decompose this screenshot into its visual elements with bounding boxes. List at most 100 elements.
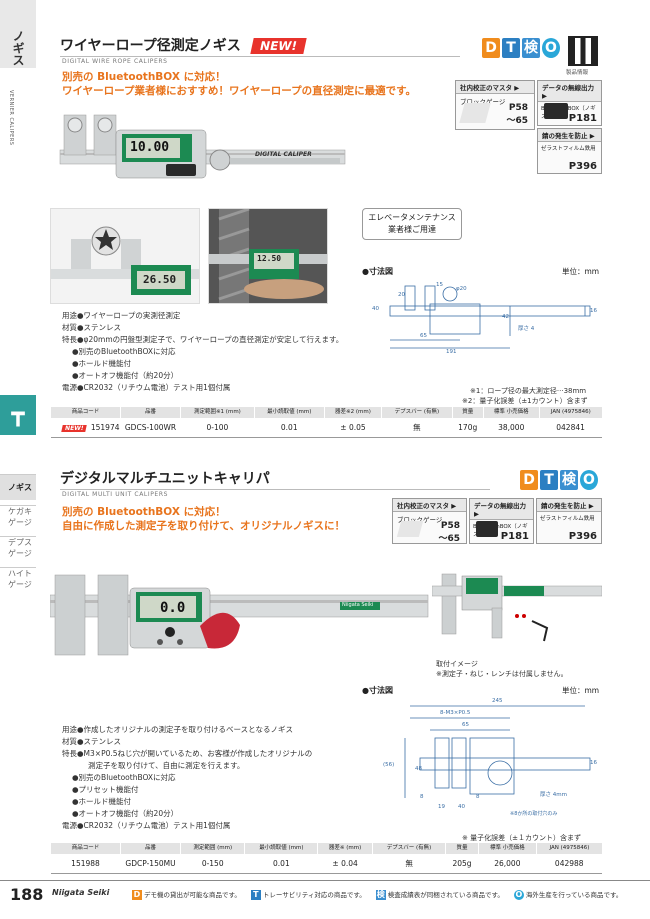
sidebar-tab-height[interactable]: ハイトゲージ (0, 567, 36, 595)
spec-line: 材質●ステンレス (62, 737, 122, 746)
cell-mass: 170g (452, 418, 484, 438)
spec-line: ●ホールド機能付 (72, 797, 132, 806)
table-header: 品番 (120, 407, 181, 418)
dim-label: 16 (590, 308, 597, 314)
table-header: 最小読取値 (mm) (244, 843, 318, 854)
table-header: 標準 小売価格 (477, 843, 537, 854)
section1-lcd-value: 10.00 (130, 140, 170, 155)
section2-headline-2: 自由に作成した測定子を取り付けて、オリジナルノギスに！ (62, 520, 345, 532)
bluetooth-box-image (544, 103, 568, 119)
infobox-calibration-master[interactable]: 社内校正のマスタ ▶ ブロックゲージ P58 ～65 (455, 80, 535, 130)
cell-range: 0-100 (180, 418, 255, 438)
table-header: 商品コード (50, 407, 121, 418)
dim-label: 245 (492, 698, 503, 704)
table-header: 質量 (451, 407, 484, 418)
dim-label: 42 (502, 314, 509, 320)
traceability-badge-icon: T (502, 38, 520, 58)
section2-lcd-value: 0.0 (160, 600, 186, 616)
section2-spec-table: 商品コード 品番 測定範囲 (mm) 最小読取値 (mm) 器差※ (mm) デ… (50, 843, 602, 874)
cell-range: 0-150 (180, 854, 245, 874)
table-header: 商品コード (50, 843, 121, 854)
section2-unit: 単位：mm (562, 686, 600, 695)
attach-caption-1: 取付イメージ (436, 660, 478, 668)
table-header: 器差※ (mm) (317, 843, 373, 854)
section1-title-text: ワイヤーロープ径測定ノギス (60, 38, 241, 54)
legend-item: 検検査成績表が同梱されている商品です。 (375, 889, 504, 900)
infobox-bluetooth[interactable]: データの無線出力 ▶ BluetoothBOX（ノギス用） P181 (469, 498, 534, 544)
sidebar-tab-depth[interactable]: デプスゲージ (0, 536, 36, 564)
cell-model: GDCP-150MU (120, 854, 181, 874)
footer-rule (0, 880, 650, 881)
spec-line: ●オートオフ機能付（約20分） (72, 809, 179, 818)
infobox-head: データの無線出力 ▶ (470, 499, 533, 520)
spec-line: ●オートオフ機能付（約20分） (72, 371, 179, 380)
dim-label: 16 (590, 760, 597, 766)
page-number: 188 (10, 885, 44, 904)
cell-error: ± 0.04 (317, 854, 373, 874)
section1-unit: 単位：mm (562, 267, 600, 276)
section1-specs: 用途●ワイヤーロープの実測径測定 材質●ステンレス 特長●φ20mmの円盤型測定… (62, 310, 343, 394)
qr-caption: 製品情報 (566, 70, 589, 76)
spec-line: 用途●ワイヤーロープの実測径測定 (62, 311, 181, 320)
dim-label: 20 (398, 292, 405, 298)
section2-badges: D T 検 O (520, 470, 598, 490)
new-badge: NEW! (249, 38, 307, 54)
attach-caption-2: ※測定子・ねじ・レンチは付属しません。 (436, 670, 568, 678)
table-header: 質量 (445, 843, 479, 854)
infobox-bluetooth[interactable]: データの無線出力 ▶ BluetoothBOX（ノギス用） P181 (537, 80, 602, 126)
qr-code-icon[interactable] (568, 36, 598, 66)
section1-note-1: ※1：ロープ径の最大測定径···38mm (470, 387, 587, 395)
sidebar-tab-calipers[interactable]: ノギス (0, 474, 36, 500)
cell-min: 0.01 (254, 418, 325, 438)
cell-error: ± 0.05 (324, 418, 382, 438)
infobox-rust-prevention[interactable]: 錆の発生を防止 ▶ ゼラストフィルム鉄用 P396 (537, 128, 602, 174)
infobox-head: 錆の発生を防止 ▶ (538, 129, 601, 142)
wire-caliper-photo: 10.00 DIGITAL CALIPER (50, 100, 350, 200)
section1-spec-table: 商品コード 品番 測定範囲※1 (mm) 最小読取値 (mm) 器差※2 (mm… (50, 407, 602, 438)
cell-code: 151988 (50, 854, 121, 874)
dim-label: 厚さ 4mm (540, 792, 567, 798)
infobox-rust-prevention[interactable]: 錆の発生を防止 ▶ ゼラストフィルム鉄用 P396 (536, 498, 602, 544)
spec-line: 用途●作成したオリジナルの測定子を取り付けるベースとなるノギス (62, 725, 293, 734)
section1-note-2: ※2：量子化誤差（±1カウント）含まず (462, 397, 588, 405)
infobox-head: 錆の発生を防止 ▶ (537, 499, 601, 512)
table-row: NEW!151974 GDCS-100WR 0-100 0.01 ± 0.05 … (50, 418, 602, 438)
callout-line-1: エレベータメンテナンス (368, 213, 456, 222)
section1-headline-2: ワイヤーロープ業者様におすすめ！ワイヤーロープの直径測定に最適です。 (62, 85, 417, 97)
section2-headline-1: 別売の BluetoothBOX に対応！ (62, 506, 226, 518)
spec-line: ●別売のBluetoothBOXに対応 (72, 773, 176, 782)
legend-text: デモ機の貸出が可能な商品です。 (144, 891, 241, 899)
infobox-head: 社内校正のマスタ ▶ (456, 81, 534, 94)
infobox-calibration-master[interactable]: 社内校正のマスタ ▶ ブロックゲージ P58 ～65 (392, 498, 467, 544)
dim-label: ※8か所の取付穴のみ (510, 811, 558, 817)
infobox-page: P396 (568, 161, 597, 172)
inspection-badge-icon: 検 (522, 38, 540, 58)
infobox-page: P396 (568, 531, 597, 542)
section2-dimension-title: ●寸法図 (362, 686, 393, 695)
table-header: 標準 小売価格 (482, 407, 540, 418)
traceability-badge-icon: T (540, 470, 558, 490)
dim-label: φ20 (456, 286, 467, 292)
cell-code: 151974 (90, 423, 120, 432)
gauge-block-image (459, 103, 491, 123)
section1-dimension-drawing: 40 20 15 φ20 65 191 42 厚さ 4 16 (370, 278, 600, 358)
table-header: 測定範囲 (mm) (179, 843, 245, 854)
cell-jan: 042988 (536, 854, 602, 874)
dim-label: 厚さ 4 (518, 326, 535, 332)
cell-price: 38,000 (483, 418, 540, 438)
section1-headline-1: 別売の BluetoothBOX に対応！ (62, 71, 226, 83)
cell-mass: 205g (445, 854, 479, 874)
dim-label: 8-M3×P0.5 (440, 710, 471, 716)
wire-measure-closeup-photo: 26.50 (50, 208, 200, 304)
section2-note: ※ 量子化誤差（±１カウント）含まず (462, 834, 581, 842)
cell-min: 0.01 (244, 854, 318, 874)
spec-line: ●別売のBluetoothBOXに対応 (72, 347, 176, 356)
spec-line: 電源●CR2032（リチウム電池）テスト用1個付属 (62, 821, 231, 830)
sidebar-tab-marking[interactable]: ケガキゲージ (0, 505, 36, 533)
infobox-page: P181 (500, 531, 529, 542)
inspection-badge-icon: 検 (375, 890, 386, 900)
table-header: 品番 (120, 843, 181, 854)
gauge-block-image (396, 521, 424, 537)
